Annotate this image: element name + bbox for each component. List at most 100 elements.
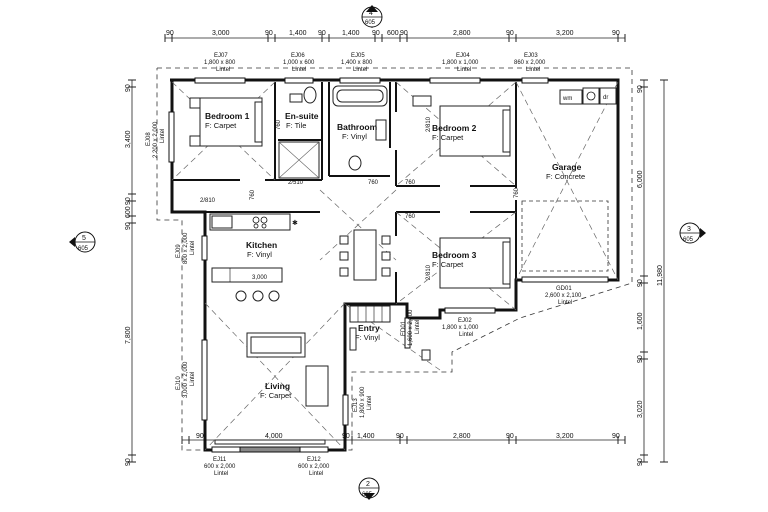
top-dim-label: 90 <box>400 30 408 37</box>
window-ej05-code: EJ05 <box>351 53 365 59</box>
top-dim-label: 90 <box>166 30 174 37</box>
top-dim-label: 90 <box>265 30 273 37</box>
window-ej11-size: 600 x 2,000 <box>204 464 236 470</box>
door-label: 760 <box>368 180 379 186</box>
left-windows: EJ08 2,200 x 2,000 Lintel EJ09 800 x 2,0… <box>146 111 208 421</box>
left-dimension-line: 90 3,400 90 600 90 7,800 90 <box>125 79 136 466</box>
kitchen-fixtures: ✱ 3,000 <box>209 213 298 302</box>
window-ej03-code: EJ03 <box>524 53 538 59</box>
room-name-bedroom-3: Bedroom 3 <box>432 250 477 260</box>
window-ej12-note: Lintel <box>309 471 323 477</box>
door-label: 2/810 <box>426 116 432 132</box>
bed-bedroom-2 <box>412 95 511 157</box>
top-dim-label: 90 <box>318 30 326 37</box>
window-ej04-note: Lintel <box>457 67 471 73</box>
right-dim-label: 90 <box>637 458 644 466</box>
window-ej08-code: EJ08 <box>146 132 152 146</box>
room-name-bedroom-1: Bedroom 1 <box>205 111 250 121</box>
dining-table <box>339 229 391 281</box>
left-dim-label: 90 <box>125 197 132 205</box>
bottom-dim-label: 1,400 <box>357 433 375 440</box>
window-ej02-note: Lintel <box>459 332 473 338</box>
door-label: 760 <box>514 187 520 198</box>
door-ed01: ED01 1,600 x 2,000 Lintel <box>401 309 421 349</box>
door-ed01-note: Lintel <box>415 320 421 334</box>
left-dim-label: 90 <box>125 458 132 466</box>
roof-outline <box>156 67 633 451</box>
bed-bedroom-1 <box>189 97 263 147</box>
room-name-bedroom-2: Bedroom 2 <box>432 123 477 133</box>
bottom-dim-label: 90 <box>506 433 514 440</box>
window-ej10-size: 3,000 x 2,000 <box>183 361 189 398</box>
svg-text:605: 605 <box>365 20 376 26</box>
room-labels: Bedroom 1 F: Carpet En-suite F: Tile Bat… <box>205 111 585 400</box>
right-dim-label: 90 <box>637 279 644 287</box>
bed-bedroom-3 <box>439 237 511 289</box>
room-name-bathroom: Bathroom <box>337 122 378 132</box>
laundry-fixtures: wm dr <box>559 87 617 105</box>
window-ej04-size: 1,800 x 1,000 <box>442 60 479 66</box>
left-dim-label: 90 <box>125 222 132 230</box>
window-ej07-size: 1,800 x 800 <box>204 60 236 66</box>
kitchen-star-icon: ✱ <box>292 219 298 227</box>
bottom-dim-label: 90 <box>612 433 620 440</box>
window-ej06-note: Lintel <box>292 67 306 73</box>
left-dim-label: 3,400 <box>125 130 132 148</box>
garage-door-code: GD01 <box>556 286 572 292</box>
window-ej12-size: 600 x 2,000 <box>298 464 330 470</box>
left-dim-label: 90 <box>125 84 132 92</box>
door-label: 760 <box>405 180 416 186</box>
bottom-dim-label: 2,800 <box>453 433 471 440</box>
door-ed01-size: 1,600 x 2,000 <box>408 309 414 346</box>
room-floor-living: F: Carpet <box>260 391 292 400</box>
room-floor-kitchen: F: Vinyl <box>247 250 272 259</box>
top-dim-label: 600 <box>387 30 399 37</box>
right-dim-label: 90 <box>637 85 644 93</box>
door-label: 2/510 <box>288 180 304 186</box>
section-marker-bottom: 2 605 <box>358 477 380 500</box>
window-ej10-code: EJ10 <box>176 376 182 390</box>
window-ej13: EJ13 1,800 x 900 Lintel <box>342 386 373 426</box>
svg-text:605: 605 <box>362 492 373 498</box>
top-dim-label: 1,400 <box>342 30 360 37</box>
window-ej05-note: Lintel <box>353 67 367 73</box>
bathroom-fixtures <box>332 85 388 171</box>
room-floor-bedroom-1: F: Carpet <box>205 121 237 130</box>
window-ej10-note: Lintel <box>190 372 196 386</box>
kitchen-bench-width: 3,000 <box>252 275 268 281</box>
right-dim-label: 3,020 <box>637 400 644 418</box>
window-ej08-note: Lintel <box>160 129 166 143</box>
svg-text:605: 605 <box>78 246 89 252</box>
window-ej11-note: Lintel <box>214 471 228 477</box>
ensuite-fixtures <box>278 86 320 179</box>
top-dimension-line: 90 3,000 90 1,400 90 1,400 90 600 90 2,8… <box>164 30 626 42</box>
room-floor-bathroom: F: Vinyl <box>342 132 367 141</box>
left-dim-label: 7,800 <box>125 326 132 344</box>
svg-text:605: 605 <box>683 237 694 243</box>
room-name-ensuite: En-suite <box>285 111 319 121</box>
top-dim-label: 90 <box>506 30 514 37</box>
window-ej02-code: EJ02 <box>458 318 472 324</box>
window-ej06-code: EJ06 <box>291 53 305 59</box>
left-dim-label: 600 <box>125 206 132 218</box>
top-dim-label: 3,200 <box>556 30 574 37</box>
window-ej03-note: Lintel <box>526 67 540 73</box>
window-ej09-note: Lintel <box>190 241 196 255</box>
internal-walls <box>172 82 517 318</box>
right-dim-label: 1,600 <box>637 312 644 330</box>
room-floor-bedroom-3: F: Carpet <box>432 260 464 269</box>
room-name-entry: Entry <box>358 323 380 333</box>
window-ej08-size: 2,200 x 2,000 <box>153 121 159 158</box>
window-ej02: EJ02 1,800 x 1,000 Lintel <box>442 307 496 338</box>
window-ej05-size: 1,400 x 800 <box>341 60 373 66</box>
room-floor-garage: F: Concrete <box>546 172 585 181</box>
window-ej11-code: EJ11 <box>213 457 227 463</box>
door-label: 2/810 <box>426 264 432 280</box>
window-ej13-size: 1,800 x 900 <box>360 386 366 418</box>
window-labels-top: EJ07 1,800 x 800 Lintel EJ06 1,000 x 600… <box>204 53 546 73</box>
window-ej13-note: Lintel <box>367 396 373 410</box>
window-ej09-code: EJ09 <box>176 244 182 258</box>
top-dim-label: 2,800 <box>453 30 471 37</box>
right-dim-label: 6,000 <box>637 170 644 188</box>
